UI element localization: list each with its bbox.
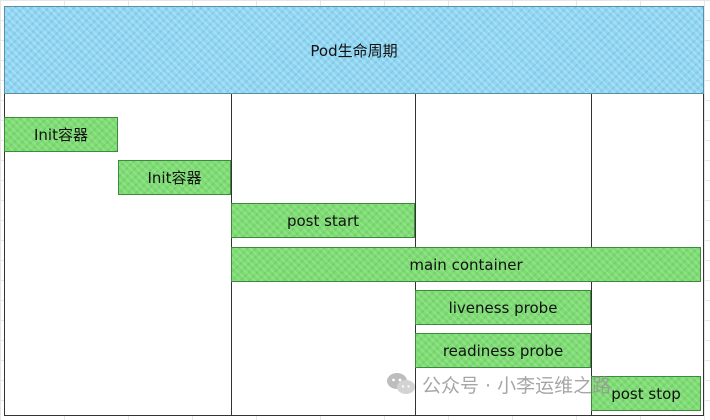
phase-bar-main-container: main container: [231, 247, 701, 282]
phase-bar-readiness-probe: readiness probe: [415, 333, 591, 368]
phase-bar-init-1: Init容器: [4, 117, 118, 152]
phase-bar-post-start: post start: [231, 203, 415, 238]
phase-bar-liveness-probe: liveness probe: [415, 290, 591, 325]
diagram-title: Pod生命周期: [4, 6, 704, 94]
phase-bar-post-stop: post stop: [591, 376, 701, 411]
phase-bar-init-2: Init容器: [118, 160, 231, 195]
